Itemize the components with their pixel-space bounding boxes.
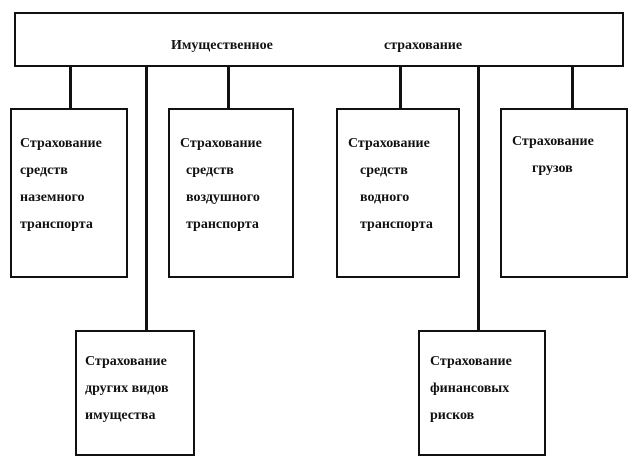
node-line: Страхование	[20, 136, 102, 151]
node-line: Страхование	[430, 354, 512, 369]
node-financial-risks: Страхование финансовых рисков	[418, 330, 546, 456]
root-node-property-insurance: Имущественное страхование	[14, 12, 624, 67]
root-title-part2: страхование	[384, 38, 463, 53]
node-line: Страхование	[512, 134, 594, 149]
node-line: рисков	[430, 408, 475, 423]
connector-financial-risks	[477, 66, 480, 331]
connector-air-transport	[227, 66, 230, 109]
node-line: наземного	[20, 190, 85, 205]
node-line: Страхование	[180, 136, 262, 151]
node-line: Страхование	[348, 136, 430, 151]
node-line: воздушного	[186, 190, 260, 205]
node-line: транспорта	[20, 217, 93, 232]
node-air-transport: Страхование средств воздушного транспорт…	[168, 108, 294, 278]
connector-land-transport	[69, 66, 72, 109]
node-line: средств	[20, 163, 68, 178]
node-line: грузов	[532, 161, 573, 176]
node-line: Страхование	[85, 354, 167, 369]
node-land-transport: Страхование средств наземного транспорта	[10, 108, 128, 278]
node-line: транспорта	[360, 217, 433, 232]
node-line: транспорта	[186, 217, 259, 232]
node-other-property: Страхование других видов имущества	[75, 330, 195, 456]
connector-other-property	[145, 66, 148, 331]
node-water-transport: Страхование средств водного транспорта	[336, 108, 460, 278]
root-title-part1: Имущественное	[171, 38, 273, 53]
node-line: имущества	[85, 408, 156, 423]
node-line: средств	[360, 163, 408, 178]
node-line: финансовых	[430, 381, 510, 396]
node-cargo: Страхование грузов	[500, 108, 628, 278]
connector-water-transport	[399, 66, 402, 109]
connector-cargo	[571, 66, 574, 109]
node-line: средств	[186, 163, 234, 178]
node-line: других видов	[85, 381, 169, 396]
node-line: водного	[360, 190, 410, 205]
